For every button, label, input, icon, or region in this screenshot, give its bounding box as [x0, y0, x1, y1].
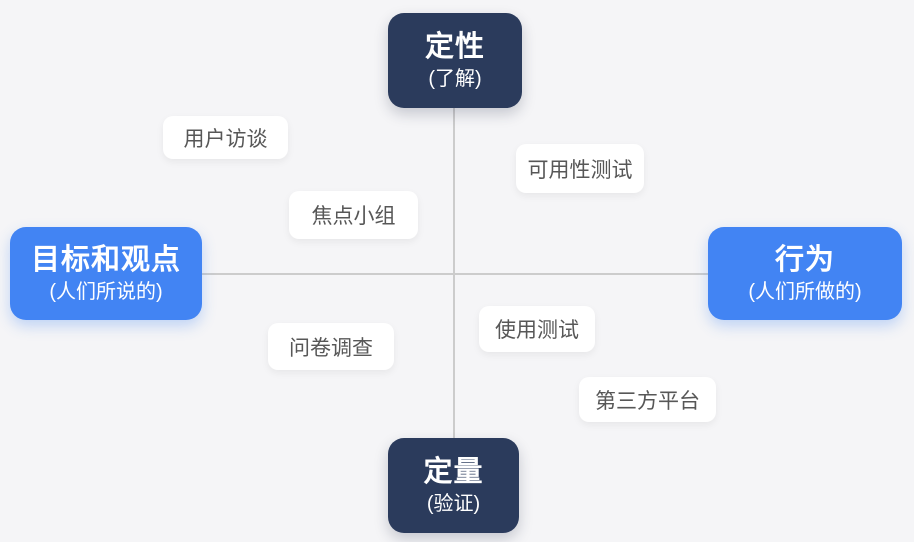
endpoint-subtitle: (了解)	[428, 68, 482, 91]
method-chip-third-party-platform: 第三方平台	[579, 377, 716, 422]
method-chip-focus-groups: 焦点小组	[289, 191, 418, 239]
endpoint-title: 行为	[774, 243, 835, 276]
method-chip-usage-testing: 使用测试	[479, 306, 595, 352]
endpoint-title: 定性	[424, 30, 485, 63]
axis-endpoint-quantitative: 定量 (验证)	[388, 438, 519, 533]
axis-endpoint-behavior: 行为 (人们所做的)	[708, 227, 902, 320]
endpoint-subtitle: (验证)	[426, 493, 481, 516]
axis-endpoint-qualitative: 定性 (了解)	[388, 13, 522, 108]
method-chip-survey: 问卷调查	[268, 323, 394, 370]
horizontal-axis-line	[202, 273, 708, 275]
method-chip-user-interviews: 用户访谈	[163, 116, 288, 159]
method-chip-usability-testing: 可用性测试	[516, 144, 644, 193]
endpoint-subtitle: (人们所做的)	[748, 281, 862, 304]
endpoint-title: 目标和观点	[30, 243, 181, 276]
endpoint-title: 定量	[423, 455, 484, 488]
endpoint-subtitle: (人们所说的)	[49, 281, 163, 304]
axis-endpoint-goals-viewpoints: 目标和观点 (人们所说的)	[10, 227, 202, 320]
